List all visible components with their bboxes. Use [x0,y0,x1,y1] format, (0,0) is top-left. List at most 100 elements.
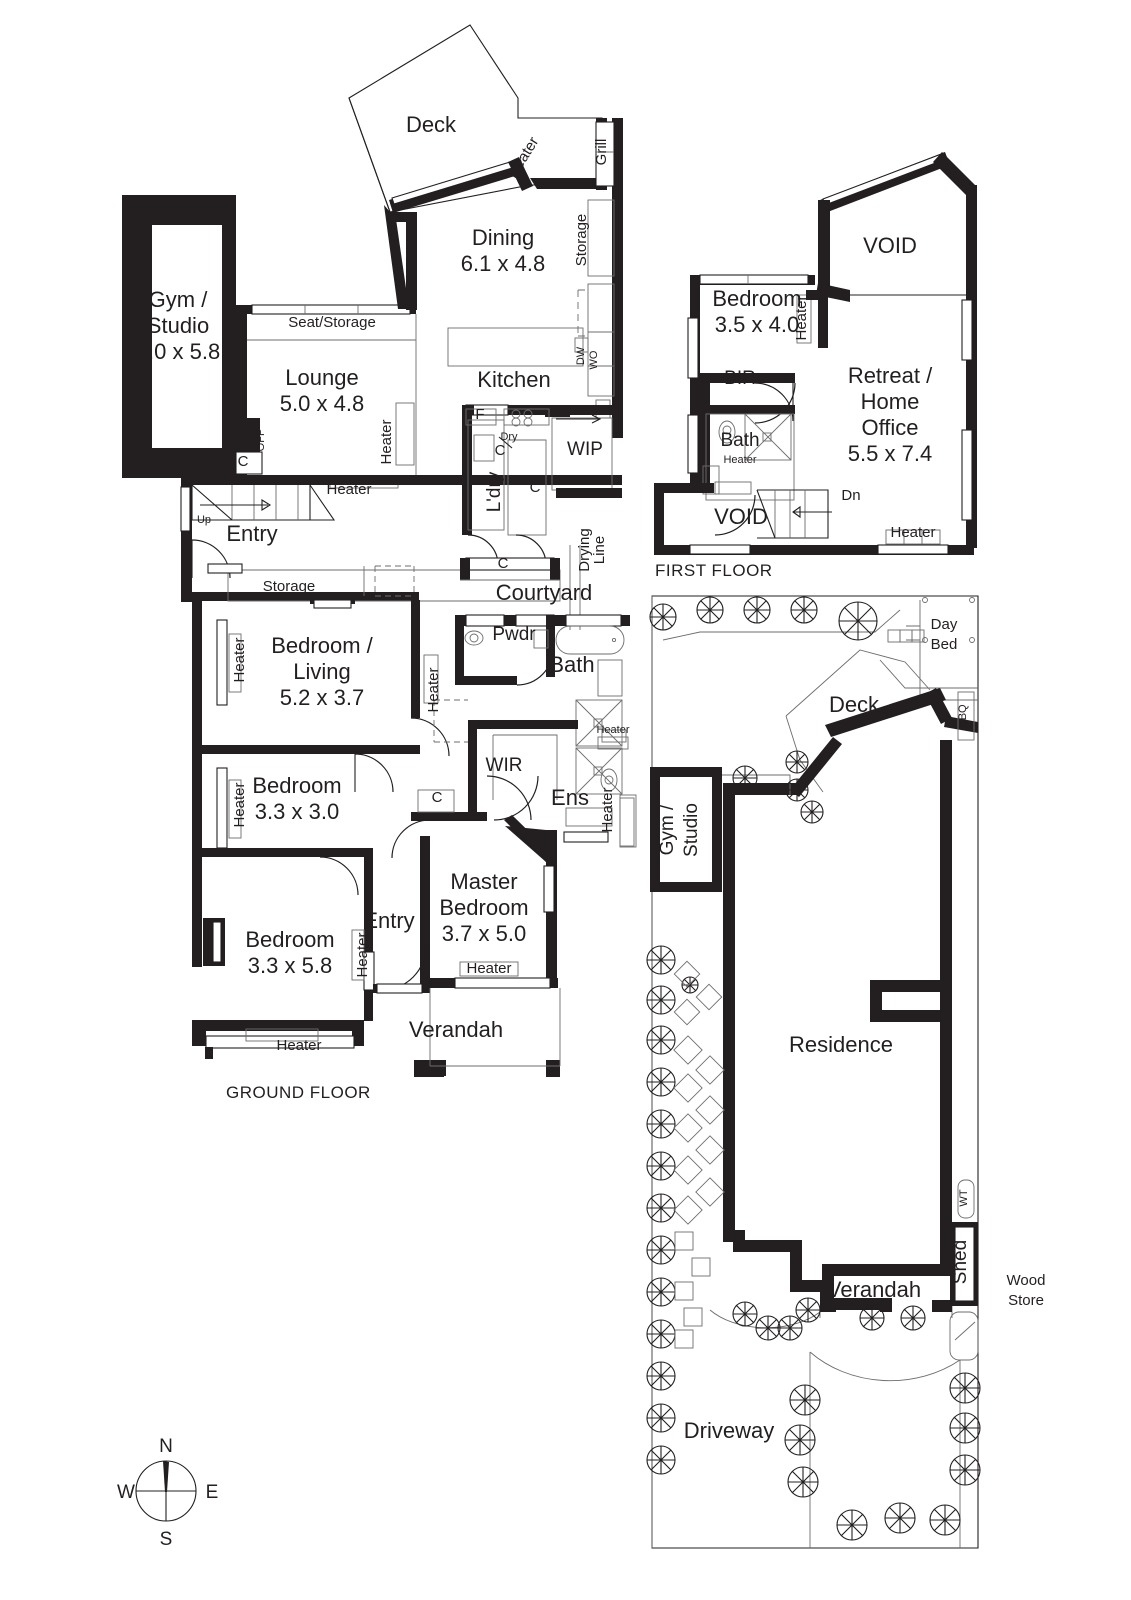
grill-label: Grill [593,139,610,166]
ground-floor-labels: Gym / Studio 3.0 x 5.8 Lounge 5.0 x 4.8 … [136,112,630,1102]
room-ens-name: Ens [551,785,589,810]
room-bedroom-living-line1: Bedroom / [271,633,373,658]
day-bed-label-2: Bed [931,636,958,653]
toilet-icon-ens [600,768,618,792]
bedroom-living-walls [192,592,450,967]
room-lounge-dims: 5.0 x 4.8 [280,391,364,416]
room-inner-entry-name: Entry [363,908,414,933]
room-master-line1: Master [450,869,517,894]
room-bedroom-33x58-dims: 3.3 x 5.8 [248,953,332,978]
room-bedroom-living-line2: Living [293,659,350,684]
room-ldry-name: L'dry [484,471,505,512]
room-master-dims: 3.7 x 5.0 [442,921,526,946]
heater-label-entry: Heater [354,932,371,977]
wood-store-label-1: Wood [1007,1272,1046,1289]
heater-label-bed33x58: Heater [276,1037,321,1054]
compass-rose: N S E W [117,1436,218,1550]
drying-line-label-1: Drying [576,528,593,571]
shed-label: Shed [950,1240,971,1284]
site-gym-label-1: Gym / [657,804,678,855]
heater-label-hall: Heater [425,667,442,712]
dryer-label: Dry [500,431,518,443]
room-kitchen-name: Kitchen [477,367,550,392]
wood-store-label-2: Store [1008,1292,1044,1309]
site-verandah-label: Verandah [827,1277,921,1302]
lounge-fireplace-closet [234,418,263,475]
heater-label-bed33x30: Heater [231,782,248,827]
heater-label-first-bedroom: Heater [793,295,810,340]
room-gym-studio-line1: Gym / [149,287,209,312]
dining-storage-label: Storage [573,214,590,267]
drying-line-label-2: Line [591,536,608,564]
ground-floor-label: GROUND FLOOR [226,1083,371,1102]
room-wir-name: WIR [486,755,523,776]
site-deck-label: Deck [829,692,880,717]
driveway-label: Driveway [684,1418,774,1443]
heater-label-first-bath: Heater [723,454,756,466]
room-wip-name: WIP [567,439,603,460]
heater-label-ens: Heater [599,787,616,832]
cooktop-icon [511,409,533,427]
seat-storage-label: Seat/Storage [288,314,376,331]
day-bed-label-1: Day [931,616,958,633]
room-master-line2: Bedroom [439,895,528,920]
room-void-upper: VOID [863,233,917,258]
down-stairs-label: Dn [841,487,860,504]
room-pwdr-name: Pwdr [492,624,536,645]
room-bir-name: BIR [724,368,756,389]
room-entry-name: Entry [226,521,277,546]
room-retreat-line3: Office [861,415,918,440]
compass-east-label: E [206,1482,219,1503]
laundry-closet-label: C [530,479,541,496]
room-courtyard-name: Courtyard [496,580,593,605]
compass-west-label: W [117,1482,135,1503]
heater-label-lounge-1: Heater [378,419,395,464]
room-bedroom-33x30-name: Bedroom [252,773,341,798]
room-lounge-name: Lounge [285,365,358,390]
heater-label-retreat: Heater [890,524,935,541]
room-bedroom-33x58-name: Bedroom [245,927,334,952]
heater-label-master: Heater [466,960,511,977]
ground-entry-stairs [180,475,622,602]
bath-powder-ens-wir [411,615,637,862]
room-retreat-dims: 5.5 x 7.4 [848,441,932,466]
toilet-icon-first [718,420,736,444]
heater-label-bath: Heater [596,724,629,736]
room-bedroom-living-dims: 5.2 x 3.7 [280,685,364,710]
fridge-label: F [475,406,484,423]
room-gym-studio-line2: Studio [147,313,209,338]
room-first-bedroom-dims: 3.5 x 4.0 [715,312,799,337]
heater-label-bedliving: Heater [231,637,248,682]
laundry-walls [462,405,622,566]
room-dining-name: Dining [472,225,534,250]
room-bedroom-33x30-dims: 3.3 x 3.0 [255,799,339,824]
wall-oven-label: WO [588,350,600,369]
first-floor-plan: Bedroom 3.5 x 4.0 Heater BIR Bath Heater… [654,152,977,580]
tree-icons [646,596,981,1541]
room-first-bedroom-name: Bedroom [712,286,801,311]
inner-entry-master [351,819,561,1077]
lounge-closet-label: C [238,453,249,470]
first-floor-label: FIRST FLOOR [655,561,773,580]
residence-label: Residence [789,1032,893,1057]
heater-label-lounge-2: Heater [326,481,371,498]
room-first-bath-name: Bath [720,430,759,451]
room-retreat-line1: Retreat / [848,363,933,388]
ground-floor-plan: Gym / Studio 3.0 x 5.8 Lounge 5.0 x 4.8 … [122,24,637,1102]
toilet-icon-pwdr [464,630,484,646]
compass-north-label: N [159,1436,173,1457]
paving-stones [673,960,725,1349]
site-plan: Day Bed Deck BBQ Gym / Studio Residence … [646,595,1046,1549]
courtyard-walls [455,545,630,630]
room-verandah-name: Verandah [409,1017,503,1042]
room-retreat-line2: Home [861,389,920,414]
water-tank-label: WT [958,1189,970,1206]
dishwasher-label: DW [575,346,587,365]
room-dining-dims: 6.1 x 4.8 [461,251,545,276]
site-gym-label-2: Studio [681,803,702,857]
room-void-lower: VOID [714,504,768,529]
up-label: Up [197,514,211,526]
room-deck-name: Deck [406,112,457,137]
compass-south-label: S [160,1529,173,1550]
